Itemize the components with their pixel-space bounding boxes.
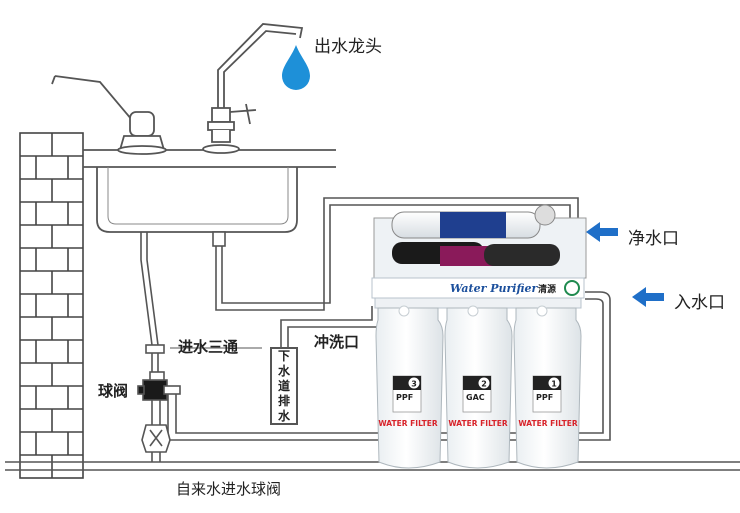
drain-char: 排 — [277, 394, 290, 408]
drain-pipe — [212, 197, 579, 311]
drain-label-box: 下 水 道 排 水 — [270, 347, 298, 425]
faucet-label: 出水龙头 — [314, 37, 382, 57]
filter-3-number: 3 — [411, 380, 417, 389]
inlet-label: 入水口 — [674, 293, 725, 313]
drain-char: 下 — [277, 349, 290, 363]
brand-text: 清源 — [538, 283, 556, 295]
water-drop-icon — [282, 45, 310, 90]
flush-port-label: 冲洗口 — [314, 333, 360, 351]
banner-text: Water Purifier — [450, 282, 538, 295]
inlet-pipe — [167, 291, 611, 441]
pure-outlet-label: 净水口 — [628, 229, 679, 249]
filter-1-number: 1 — [551, 380, 557, 389]
filter-number-circles — [408, 377, 560, 389]
filter-caps — [398, 305, 548, 317]
filter-1-caption: WATER FILTER — [518, 419, 577, 428]
tee-label: 进水三通 — [178, 338, 239, 356]
drain-char: 水 — [277, 409, 290, 423]
supply-valve-label: 自来水进水球阀 — [176, 480, 282, 498]
purifier-unit — [371, 204, 587, 309]
filter-1-code: PPF — [536, 393, 553, 402]
floor-lines — [5, 461, 740, 471]
brick-wall — [19, 132, 84, 479]
filter-3-code: PPF — [396, 393, 413, 402]
drain-char: 水 — [277, 364, 290, 378]
drain-char: 道 — [277, 379, 290, 393]
supply-riser — [137, 232, 181, 462]
filter-2-number: 2 — [481, 380, 487, 389]
pure-outlet-arrow-icon — [586, 222, 618, 242]
ball-valve-label: 球阀 — [98, 382, 129, 400]
sink-basin — [96, 167, 298, 233]
filter-housings — [375, 307, 582, 469]
filter-2-caption: WATER FILTER — [448, 419, 507, 428]
pure-water-faucet — [202, 23, 304, 154]
filter-2-code: GAC — [466, 393, 485, 402]
inlet-arrow-icon — [632, 287, 664, 307]
sink-faucet — [51, 75, 167, 155]
filter-3-caption: WATER FILTER — [378, 419, 437, 428]
flush-line — [280, 306, 380, 347]
